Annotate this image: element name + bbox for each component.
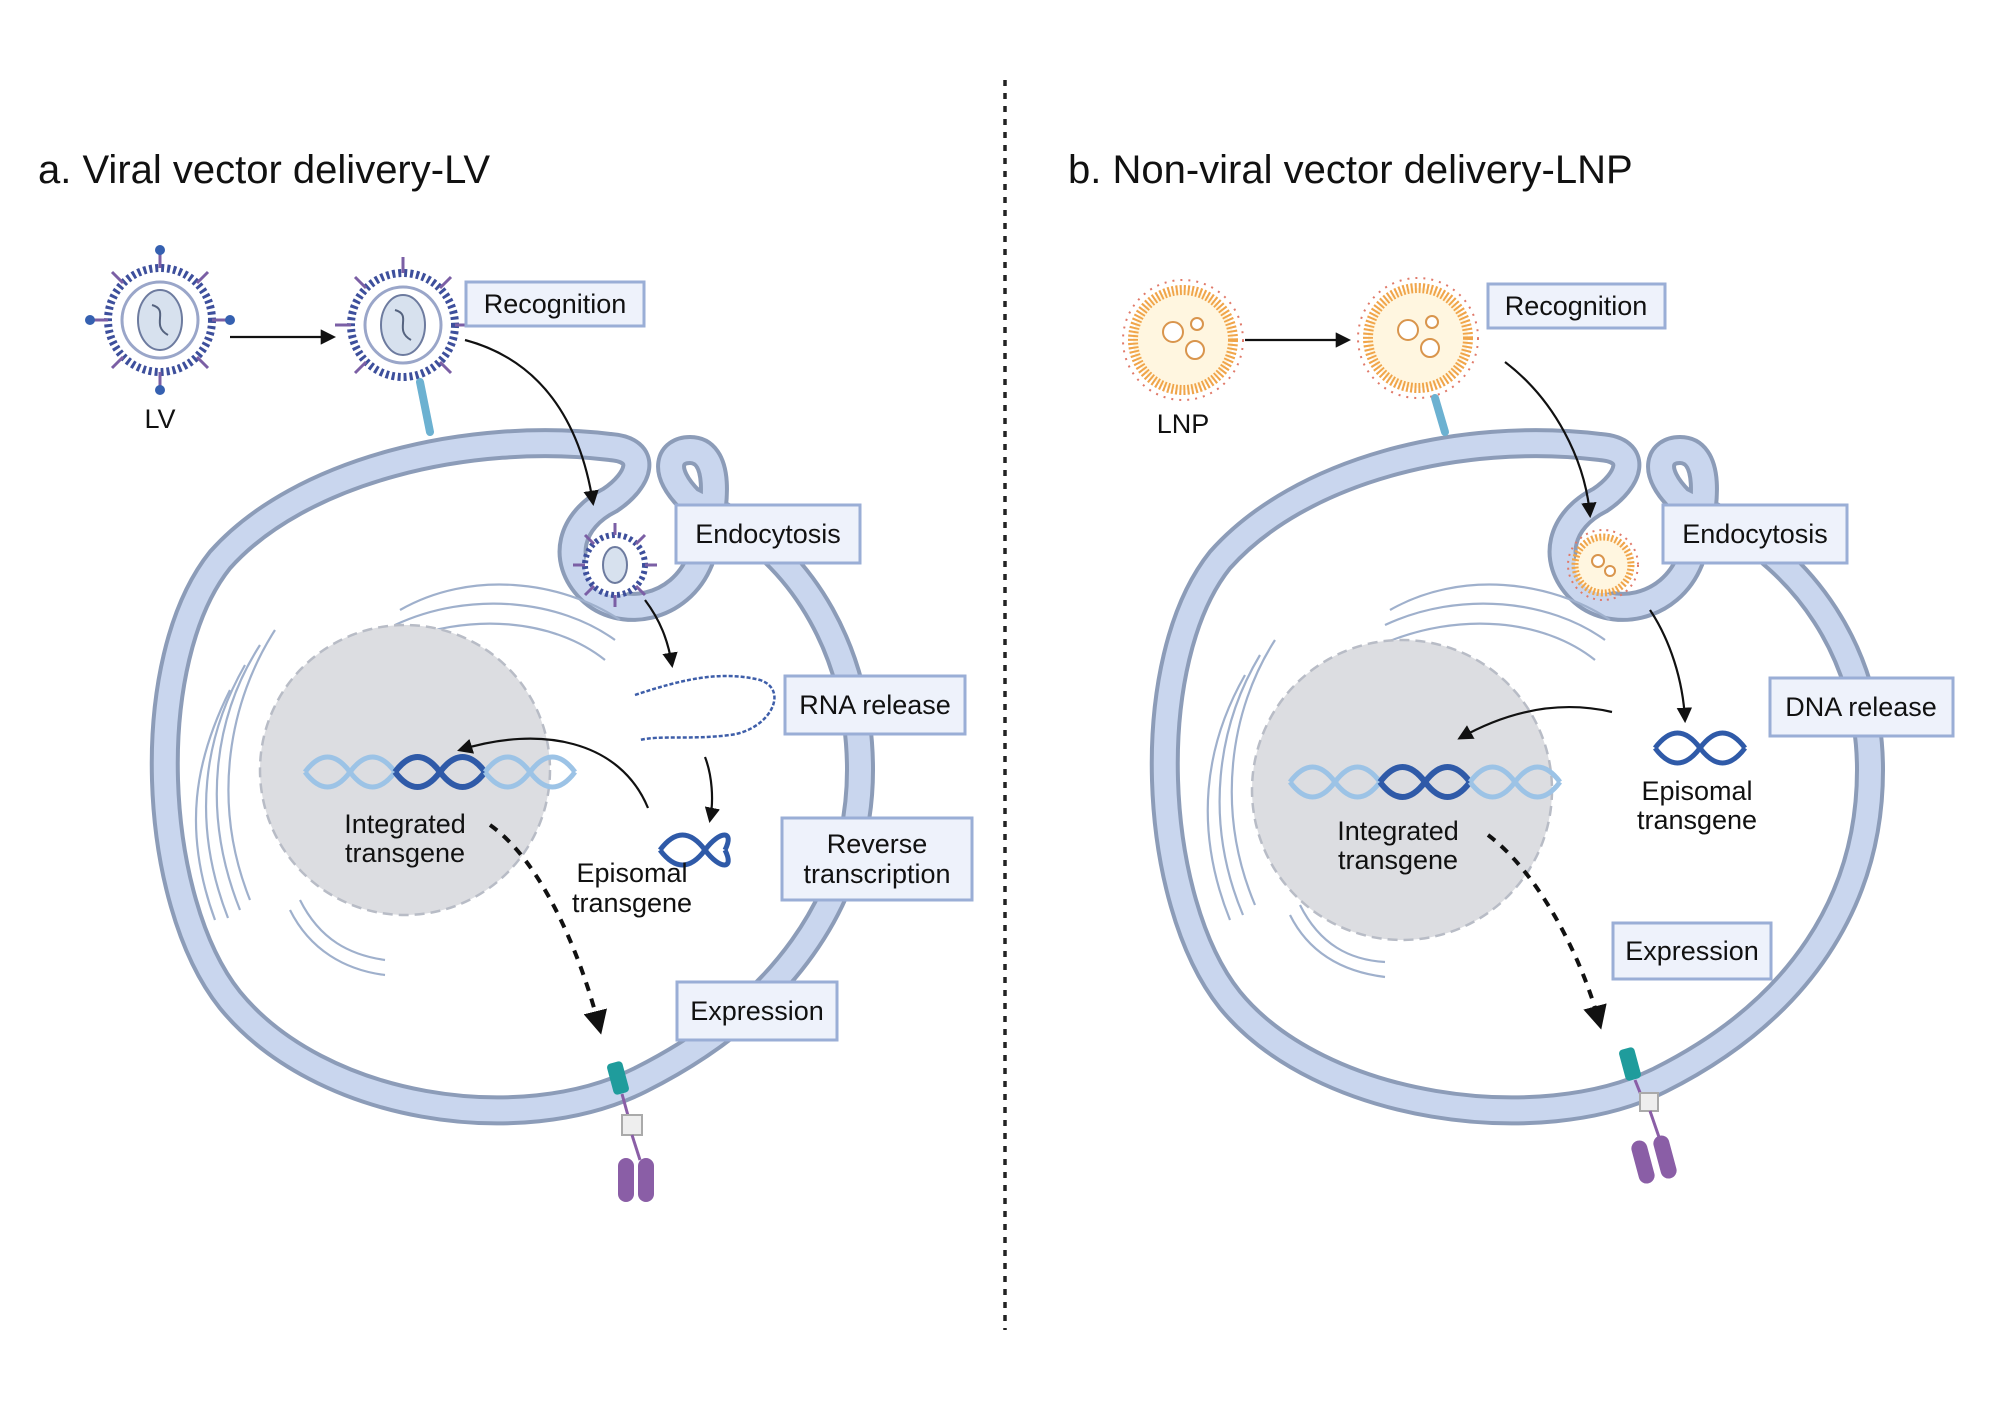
- panel-b-internalization-arrow: [1504, 361, 1597, 519]
- panel-b-internalized-lnp-icon: [1567, 529, 1639, 601]
- panel-a-title: a. Viral vector delivery-LV: [38, 148, 490, 192]
- panel-a-integrated-label-2: transgene: [345, 838, 465, 868]
- panel-b-title: b. Non-viral vector delivery-LNP: [1068, 148, 1633, 192]
- panel-b-recognition-box: Recognition: [1486, 282, 1667, 330]
- panel-b-endoplasmic-reticulum: [1206, 583, 1611, 979]
- panel-a-release-label: RNA release: [799, 690, 951, 720]
- panel-a: a. Viral vector delivery-LV Inte: [38, 148, 974, 1202]
- panel-b-bound-lnp-icon: [1357, 277, 1479, 399]
- panel-a-integrated-label-1: Integrated: [344, 809, 466, 839]
- panel-b-expression-arrow: [1486, 833, 1607, 1030]
- panel-a-expression-arrow: [488, 823, 607, 1035]
- panel-a-recognition-label: Recognition: [484, 289, 627, 319]
- panel-b-integrated-label-2: transgene: [1338, 845, 1458, 875]
- panel-b-receptor-icon: [1431, 394, 1449, 436]
- panel-b-endocytosis-box: Endocytosis: [1661, 503, 1849, 565]
- panel-a-vector-label: LV: [144, 404, 175, 434]
- panel-b-endocytosis-label: Endocytosis: [1682, 519, 1828, 549]
- panel-b-recognition-label: Recognition: [1505, 291, 1648, 321]
- panel-a-episomal-dna-icon: [658, 832, 731, 868]
- panel-a-endoplasmic-reticulum: [194, 583, 621, 977]
- panel-a-receptor-icon: [416, 378, 434, 436]
- panel-b-integrated-label-1: Integrated: [1337, 816, 1459, 846]
- panel-a-endocytosis-label: Endocytosis: [695, 519, 841, 549]
- panel-a-nucleus: [258, 623, 552, 917]
- panel-a-integrated-dna-icon: [303, 754, 577, 790]
- panel-b-episomal-label-2: transgene: [1637, 805, 1757, 835]
- panel-b-release-box: DNA release: [1768, 676, 1955, 738]
- panel-a-release-box: RNA release: [783, 674, 967, 736]
- panel-a-reverse-label-2: transcription: [803, 859, 950, 889]
- panel-a-surface-protein-icon: [607, 1061, 654, 1202]
- panel-b-integration-arrow: [1457, 705, 1613, 740]
- panel-a-expression-label: Expression: [690, 996, 824, 1026]
- panel-a-internalization-arrow: [464, 338, 599, 507]
- panel-a-expression-box: Expression: [675, 980, 839, 1042]
- panel-b-episomal-label-1: Episomal: [1641, 776, 1752, 806]
- panel-b-expression-box: Expression: [1611, 921, 1773, 981]
- panel-b-release-arrow: [1649, 609, 1693, 724]
- panel-b-vector-label: LNP: [1157, 409, 1210, 439]
- panel-a-rna-strand-icon: [634, 674, 776, 742]
- panel-b-surface-protein-icon: [1619, 1047, 1677, 1184]
- panel-a-episomal-label-1: Episomal: [576, 858, 687, 888]
- panel-a-integration-arrow: [457, 737, 650, 809]
- panel-b: b. Non-viral vector delivery-LNP Integr: [1068, 148, 1955, 1184]
- panel-b-expression-label: Expression: [1625, 936, 1759, 966]
- panel-b-episomal-dna-icon: [1653, 730, 1747, 766]
- panel-a-recognition-box: Recognition: [464, 280, 646, 328]
- panel-a-lv-particle-icon: [85, 245, 235, 395]
- panel-a-rt-arrow: [703, 756, 720, 824]
- panel-b-release-label: DNA release: [1785, 692, 1937, 722]
- panel-a-reverse-box: Reverse transcription: [780, 816, 974, 902]
- panel-b-integrated-dna-icon: [1288, 764, 1562, 800]
- panel-a-reverse-label-1: Reverse: [827, 829, 928, 859]
- panel-b-lnp-particle-icon: [1122, 279, 1244, 401]
- panel-a-endocytosis-box: Endocytosis: [674, 503, 862, 565]
- panel-a-release-arrow: [644, 599, 678, 669]
- panel-a-internalized-lv-icon: [573, 523, 657, 607]
- panel-a-bound-lv-icon: [335, 257, 471, 381]
- panel-a-episomal-label-2: transgene: [572, 888, 692, 918]
